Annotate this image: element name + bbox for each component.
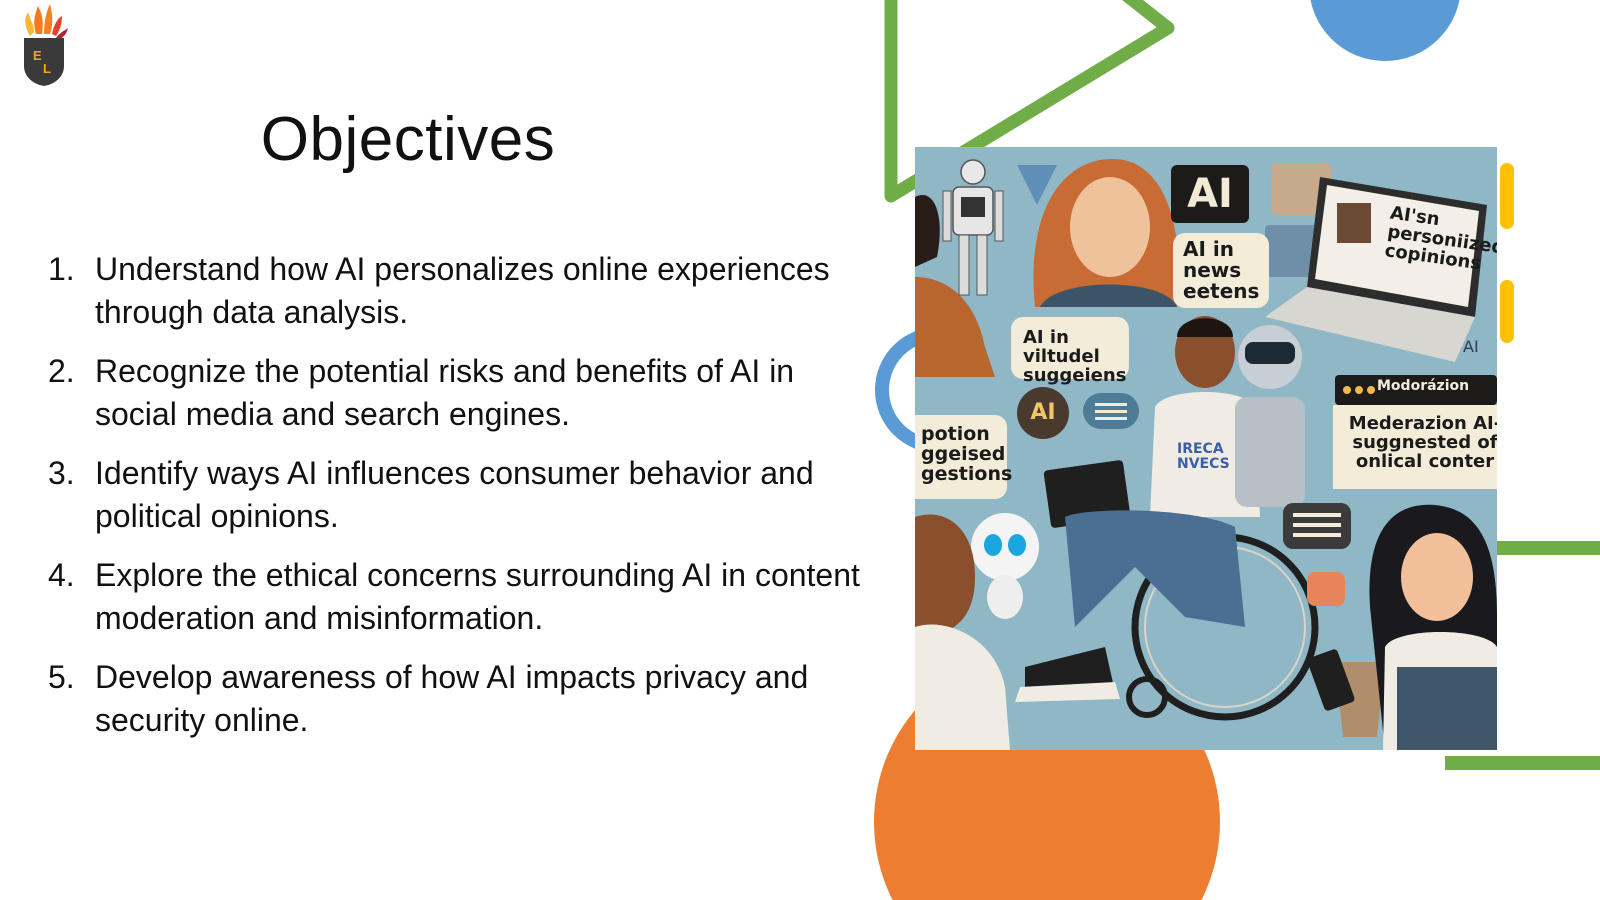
robot-figure-icon xyxy=(942,159,1004,296)
virtual-suggestions-bubble: AI in viltudel suggeiens xyxy=(1023,327,1127,386)
blue-circle xyxy=(1310,0,1460,61)
objective-number: 1. xyxy=(48,251,75,287)
objectives-list: 1. Understand how AI personalizes online… xyxy=(48,248,868,758)
ai-illustration-image: AI AI in news eetens AI'sn personiized c… xyxy=(915,147,1497,750)
objective-text: Understand how AI personalizes online ex… xyxy=(95,251,830,330)
objective-item: 2. Recognize the potential risks and ben… xyxy=(48,350,868,436)
logo-initial-e: E xyxy=(33,48,42,63)
shirt-print: IRECA NVECS xyxy=(1177,441,1230,472)
objective-item: 1. Understand how AI personalizes online… xyxy=(48,248,868,334)
suggestions-bubble-left: potion ggeised gestions xyxy=(921,423,1013,485)
logo-initial-l: L xyxy=(43,61,51,76)
objective-text: Develop awareness of how AI impacts priv… xyxy=(95,659,809,738)
ai-circle-badge: AI xyxy=(1030,400,1056,425)
objective-item: 3. Identify ways AI influences consumer … xyxy=(48,452,868,538)
moderation-text: Mederazion AI-suggnested of onlical cont… xyxy=(1348,413,1497,472)
objective-item: 4. Explore the ethical concerns surround… xyxy=(48,554,868,640)
brand-logo-icon: E L xyxy=(24,4,68,86)
objective-text: Recognize the potential risks and benefi… xyxy=(95,353,795,432)
ai-badge: AI xyxy=(1171,169,1249,219)
objective-item: 5. Develop awareness of how AI impacts p… xyxy=(48,656,868,742)
laptop-corner-ai: AI xyxy=(1463,337,1479,356)
green-triangle xyxy=(884,0,1175,203)
slide-title: Objectives xyxy=(260,105,556,174)
moderation-bar-label: Modorázion xyxy=(1377,378,1470,394)
objective-number: 5. xyxy=(48,659,75,695)
illustration-scene xyxy=(915,147,1497,750)
ai-news-bubble: AI in news eetens xyxy=(1173,233,1269,308)
objective-text: Explore the ethical concerns surrounding… xyxy=(95,557,860,636)
objective-text: Identify ways AI influences consumer beh… xyxy=(95,455,814,534)
objective-number: 2. xyxy=(48,353,75,389)
objective-number: 4. xyxy=(48,557,75,593)
objective-number: 3. xyxy=(48,455,75,491)
